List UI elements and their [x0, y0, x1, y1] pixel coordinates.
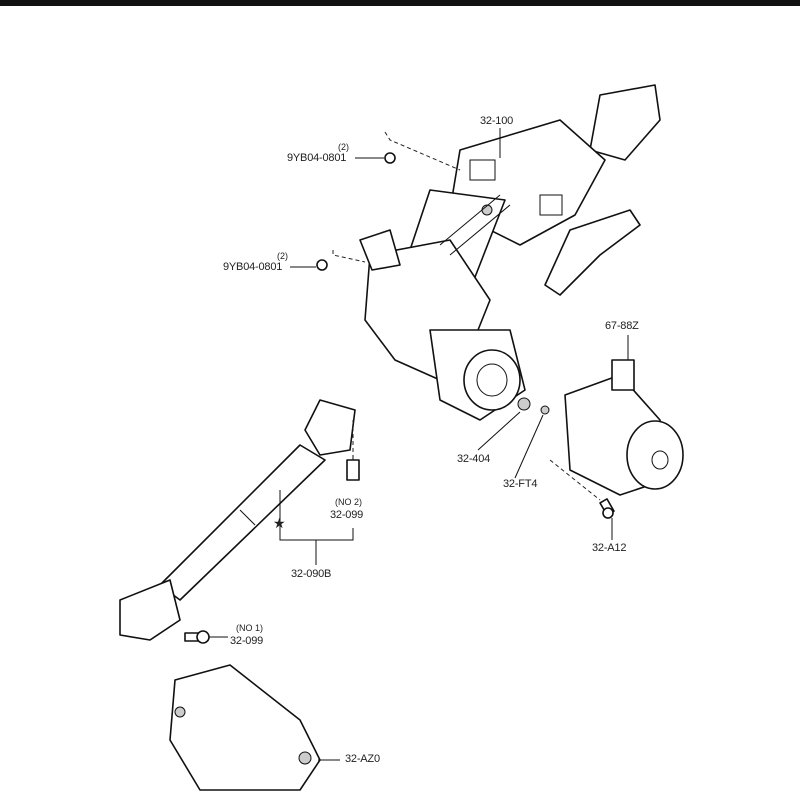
boot-cover-label: 32-AZ0: [345, 753, 380, 765]
bolt-no1-note: (NO 1): [236, 623, 263, 633]
nut-upper: [384, 152, 396, 164]
motor-connector-label: 67-88Z: [605, 320, 639, 332]
nut-upper-label: 9YB04-0801: [287, 152, 347, 164]
top-border: [0, 0, 800, 6]
star-marker: ★: [273, 515, 286, 531]
ft4-label: 32-FT4: [503, 478, 538, 490]
steering-column-part: [359, 84, 661, 421]
nut-lower-qty: (2): [277, 251, 288, 261]
intermediate-shaft-part: [119, 399, 356, 641]
bolt-no1-label: 32-099: [230, 635, 264, 647]
bolt-no2-label: 32-099: [330, 509, 364, 521]
nut-lower: [316, 259, 328, 271]
motor-bolt: [549, 459, 615, 540]
assist-motor-part: [564, 335, 684, 496]
ft4-part: [540, 405, 550, 415]
worm-gear-label: 32-404: [457, 453, 491, 465]
boot-cover-part: [169, 664, 340, 791]
worm-gear-part: [517, 397, 531, 411]
steering-column-label: 32-100: [480, 115, 514, 127]
bolt-no2: [346, 420, 360, 481]
motor-bolt-label: 32-A12: [592, 542, 627, 554]
bolt-no1: [184, 630, 228, 644]
bolt-no2-note: (NO 2): [335, 497, 362, 507]
nut-upper-qty: (2): [338, 142, 349, 152]
intermediate-shaft-label: 32-090B: [291, 568, 332, 580]
nut-lower-label: 9YB04-0801: [223, 261, 283, 273]
